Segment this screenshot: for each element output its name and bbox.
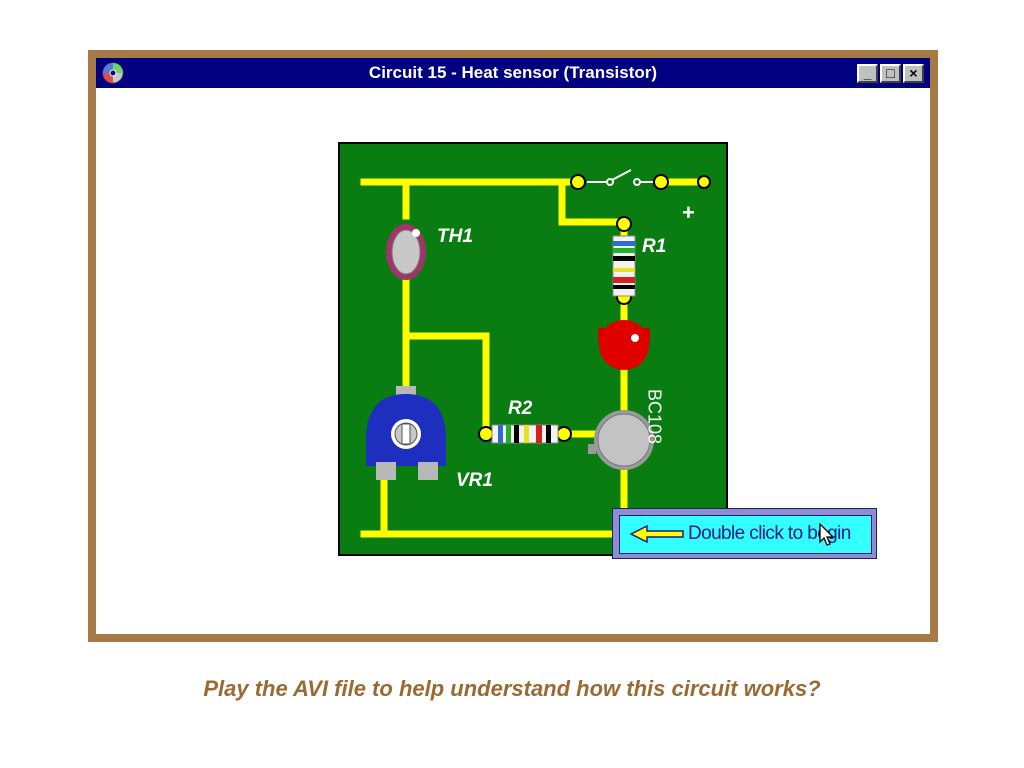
led	[598, 320, 650, 370]
thermistor-th1	[386, 224, 426, 280]
circuit-diagram	[360, 169, 711, 538]
resistor-r1	[612, 235, 636, 297]
potentiometer-vr1	[366, 386, 446, 480]
label-r1: R1	[642, 236, 667, 257]
window-frame: Circuit 15 - Heat sensor (Transistor) _ …	[88, 50, 938, 642]
mouse-cursor-icon	[819, 523, 835, 546]
hint-text: Double click to begin	[688, 523, 851, 544]
minimize-button[interactable]: _	[857, 64, 878, 83]
title-bar[interactable]: Circuit 15 - Heat sensor (Transistor) _ …	[96, 58, 930, 88]
hint-panel[interactable]: Double click to begin	[619, 515, 872, 554]
label-th1: TH1	[437, 226, 473, 247]
instruction-caption: Play the AVI file to help understand how…	[203, 676, 821, 701]
window-title: Circuit 15 - Heat sensor (Transistor)	[368, 63, 658, 82]
double-click-to-begin-button[interactable]: Double click to begin	[612, 508, 877, 559]
resistor-r2	[491, 424, 559, 444]
close-button[interactable]: ×	[903, 64, 924, 83]
circuit-board[interactable]: TH1 R1 R2 VR1 + BC108	[338, 142, 728, 556]
label-plus: +	[682, 200, 695, 225]
transistor-bc108	[588, 410, 654, 470]
maximize-button[interactable]: □	[880, 64, 901, 83]
label-bc108: BC108	[644, 388, 665, 445]
app-window: Circuit 15 - Heat sensor (Transistor) _ …	[96, 58, 930, 634]
label-vr1: VR1	[456, 470, 493, 491]
label-r2: R2	[508, 398, 533, 419]
cd-disc-icon[interactable]	[102, 62, 124, 84]
left-arrow-icon	[630, 525, 684, 543]
switch	[587, 169, 656, 186]
